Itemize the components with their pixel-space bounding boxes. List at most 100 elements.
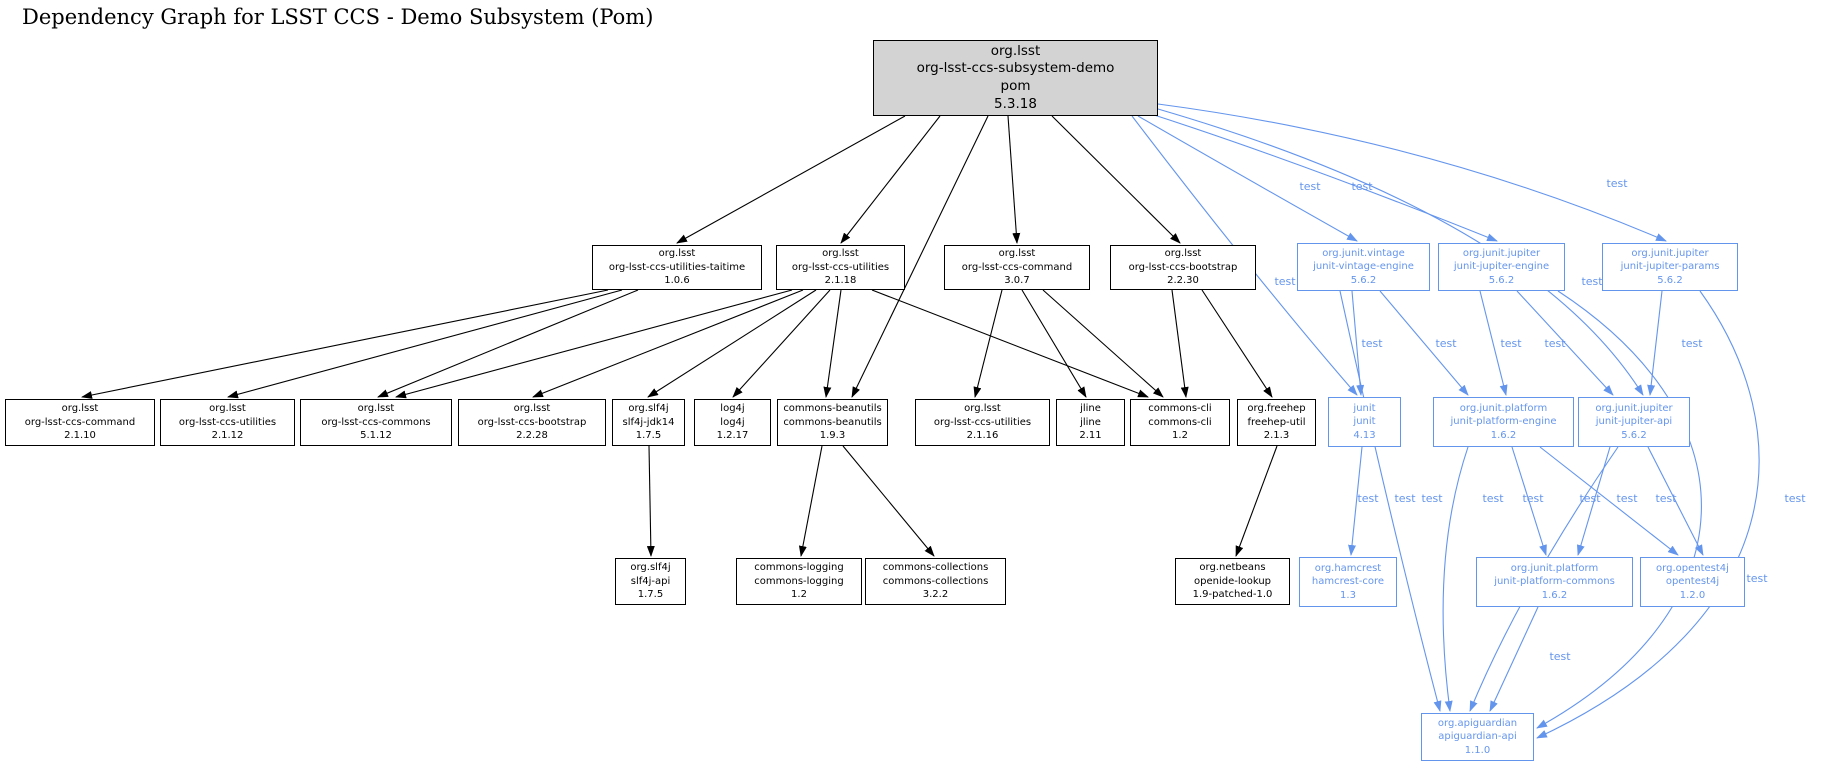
edge-label-platformEngine-platformCommons: test bbox=[1482, 492, 1504, 505]
node-line: org.lsst bbox=[990, 42, 1041, 59]
edge-taitime-utilities2112 bbox=[227, 289, 623, 399]
edge-label-root-vintage: test bbox=[1299, 180, 1321, 193]
edge-junit413-hamcrest bbox=[1348, 446, 1363, 556]
node-line: org-lsst-ccs-bootstrap bbox=[1128, 261, 1238, 273]
edge-label-jupiterParams-jupiterApi: test bbox=[1681, 337, 1703, 350]
node-line: 1.2.0 bbox=[1679, 589, 1706, 601]
edge-root-jupiterEngine bbox=[1147, 112, 1498, 242]
node-line: commons-cli bbox=[1148, 403, 1212, 415]
edge-label-root-jupiterParams: test bbox=[1606, 177, 1628, 190]
edge-root-bootstrap2230 bbox=[1051, 115, 1181, 244]
node-line: org.junit.platform bbox=[1459, 402, 1548, 414]
node-line: 5.6.2 bbox=[1488, 274, 1515, 286]
node-line: org.lsst bbox=[964, 403, 1001, 415]
node-line: 5.3.18 bbox=[994, 95, 1037, 112]
edge-command307-commonscli bbox=[1042, 289, 1164, 398]
node-line: org.hamcrest bbox=[1314, 562, 1382, 574]
edge-jupiterApi-platformCommons bbox=[1577, 446, 1611, 556]
node-line: 1.7.5 bbox=[635, 430, 662, 442]
edge-root-utilities2118 bbox=[840, 115, 941, 244]
node-line: 1.0.6 bbox=[664, 275, 690, 287]
edge-label-jupiterEngine-apiguardian: test bbox=[1746, 572, 1768, 585]
node-line: 5.1.12 bbox=[360, 430, 392, 442]
node-line: junit-vintage-engine bbox=[1313, 261, 1414, 273]
node-line: org-lsst-ccs-utilities bbox=[933, 416, 1032, 428]
edge-utilities2118-commons5112 bbox=[395, 289, 793, 399]
node-line: junit-jupiter-api bbox=[1595, 416, 1673, 428]
edge-beanutils-commonslogging bbox=[798, 445, 823, 557]
node-line: 2.1.3 bbox=[1263, 430, 1290, 442]
edge-label-vintage-junit413: test bbox=[1361, 337, 1383, 350]
node-line: 1.9-patched-1.0 bbox=[1192, 589, 1273, 601]
edge-beanutils-commonscollections bbox=[842, 445, 935, 557]
edge-vintage-platformEngine bbox=[1379, 290, 1469, 396]
edge-utilities2118-beanutils bbox=[823, 289, 842, 398]
node-line: org-lsst-ccs-subsystem-demo bbox=[916, 60, 1115, 77]
node-line: commons-beanutils bbox=[783, 416, 882, 428]
node-line: org.lsst bbox=[1164, 248, 1202, 260]
edge-label-platformEngine-apiguardian: test bbox=[1421, 492, 1443, 505]
node-line: org.lsst bbox=[61, 403, 99, 415]
edge-label-jupiterApi-opentest4j: test bbox=[1655, 492, 1677, 505]
node-line: org-lsst-ccs-commons bbox=[321, 416, 431, 428]
node-line: 1.6.2 bbox=[1541, 589, 1568, 601]
node-line: 2.2.28 bbox=[516, 430, 548, 442]
edge-label-platformEngine-opentest4j: test bbox=[1579, 492, 1601, 505]
node-line: 2.1.16 bbox=[966, 430, 999, 442]
edge-label-junit413-hamcrest: test bbox=[1357, 492, 1379, 505]
node-line: pom bbox=[1000, 78, 1031, 94]
node-line: apiguardian-api bbox=[1438, 731, 1517, 743]
node-line: 2.1.12 bbox=[211, 430, 244, 442]
edge-jupiterParams-apiguardian bbox=[1536, 290, 1760, 739]
node-line: org-lsst-ccs-utilities-taitime bbox=[608, 261, 746, 273]
node-line: org.lsst bbox=[357, 403, 395, 415]
node-line: hamcrest-core bbox=[1311, 576, 1385, 588]
node-line: org.lsst bbox=[658, 248, 696, 260]
edge-label-jupiterApi-apiguardian: test bbox=[1522, 492, 1544, 505]
edge-label-jupiterApi-platformCommons: test bbox=[1616, 492, 1638, 505]
node-line: junit-jupiter-params bbox=[1620, 261, 1720, 273]
edge-jupiterEngine-apiguardian bbox=[1536, 290, 1702, 729]
node-line: 5.6.2 bbox=[1350, 274, 1377, 286]
edge-utilities2118-slf4jjdk14 bbox=[647, 289, 817, 398]
node-line: commons-logging bbox=[754, 575, 844, 587]
node-line: org.junit.platform bbox=[1510, 562, 1599, 574]
edge-taitime-command2110 bbox=[81, 289, 609, 399]
node-line: org.opentest4j bbox=[1656, 562, 1729, 574]
edge-label-platformCommons-apiguardian: test bbox=[1549, 650, 1571, 663]
node-line: commons-beanutils bbox=[783, 403, 882, 415]
edge-utilities2118-bootstrap2228 bbox=[532, 289, 804, 398]
node-line: junit bbox=[1353, 402, 1376, 414]
edge-slf4jjdk14-slf4japi bbox=[646, 445, 655, 557]
node-line: org-lsst-ccs-command bbox=[24, 416, 136, 428]
node-line: org.junit.jupiter bbox=[1462, 247, 1541, 259]
node-line: 2.11 bbox=[1079, 430, 1102, 442]
node-line: 3.0.7 bbox=[1004, 275, 1030, 287]
edge-jupiterApi-opentest4j bbox=[1647, 446, 1704, 556]
edge-label-jupiterParams-apiguardian: test bbox=[1784, 492, 1806, 505]
node-line: commons-cli bbox=[1148, 416, 1212, 428]
edge-taitime-commons5112 bbox=[377, 289, 639, 398]
node-line: slf4j-api bbox=[630, 575, 671, 587]
node-line: jline bbox=[1080, 416, 1101, 428]
